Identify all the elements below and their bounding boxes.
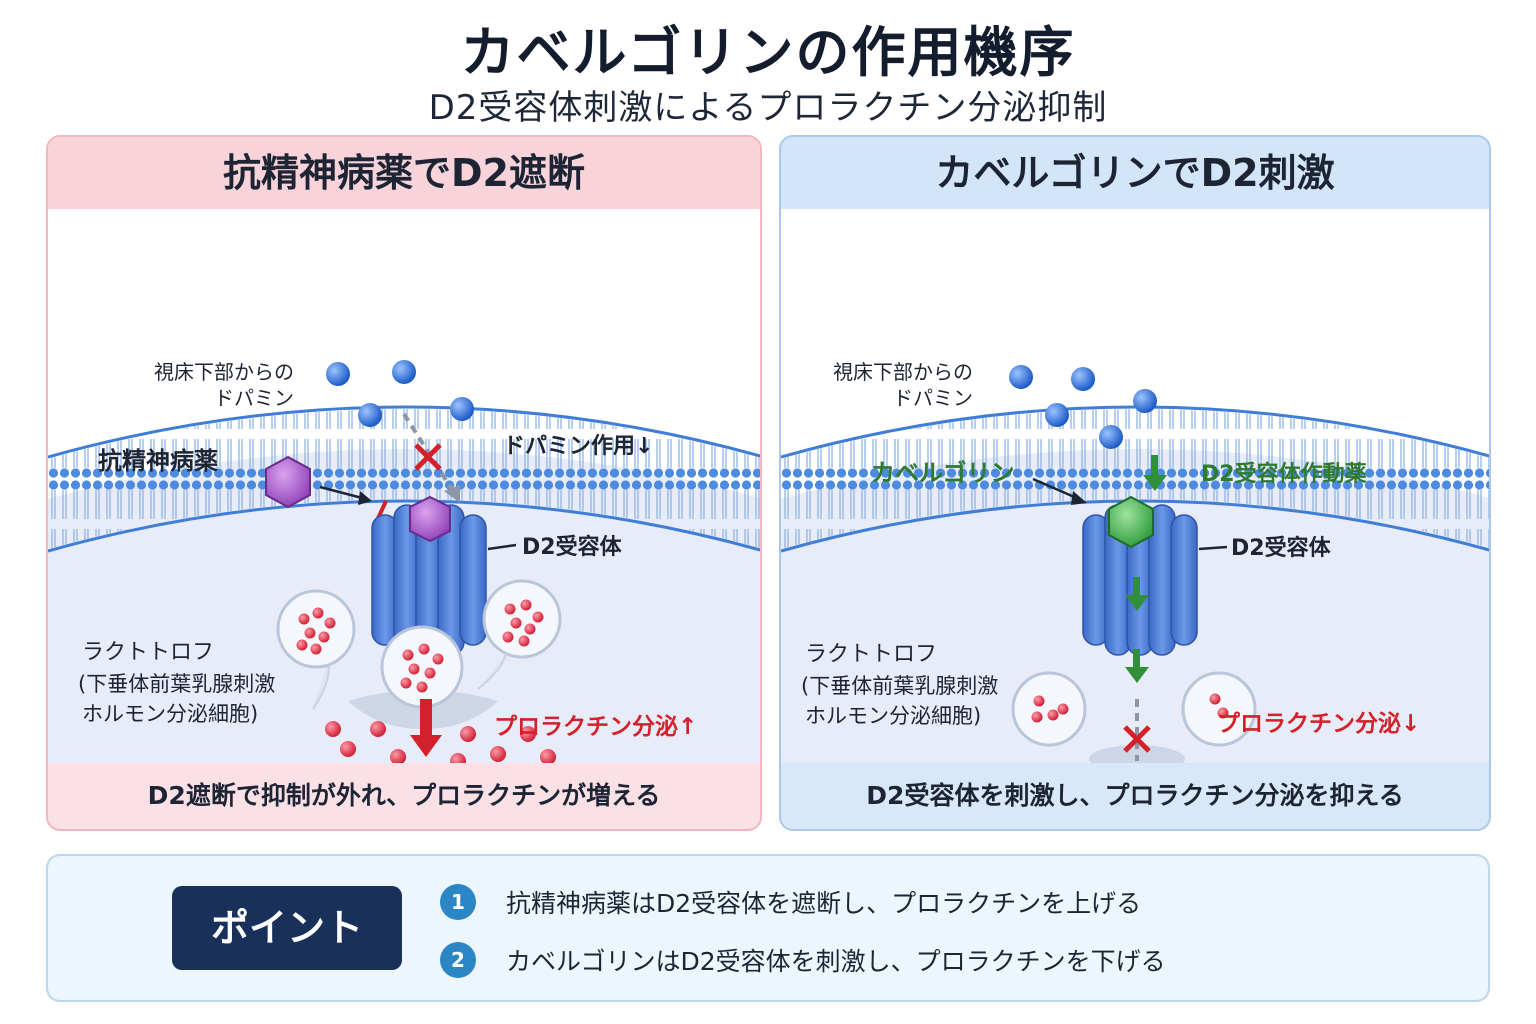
signal-arrows: [1125, 577, 1149, 683]
cell-label-1: ラクトトロフ: [82, 640, 214, 665]
cell-label-3: ホルモン分泌細胞): [805, 704, 981, 728]
page-subtitle: D2受容体刺激によるプロラクチン分泌抑制: [428, 88, 1108, 128]
page-title: カベルゴリンの作用機序: [460, 21, 1076, 84]
cabergoline-diagram: 視床下部からの ドパミン カベルゴリン D2受容体作動薬 D2受容体: [781, 209, 1489, 767]
bound-antipsychotic-icon: [409, 495, 451, 543]
vesicles: [276, 579, 562, 729]
point-badge: ポイント: [172, 886, 402, 970]
cell-label-2: (下垂体前葉乳腺刺激: [78, 672, 275, 696]
dopamine-label-2: ドパミン: [214, 386, 294, 410]
cell-label-3: ホルモン分泌細胞): [82, 702, 258, 726]
agonist-arrow: [1151, 455, 1158, 477]
antipsychotic-label: 抗精神病薬: [98, 447, 218, 475]
prolactin-molecules: [325, 721, 556, 767]
dopamine-molecules: [326, 360, 474, 427]
point-summary-box: ポイント 1 抗精神病薬はD2受容体を遮断し、プロラクチンを上げる 2 カベルゴ…: [46, 854, 1490, 1002]
point-number-badge: 1: [440, 884, 476, 920]
drug-pointer-arrow: [1032, 477, 1080, 501]
point-item: 1 抗精神病薬はD2受容体を遮断し、プロラクチンを上げる: [440, 882, 1141, 922]
point-text: カベルゴリンはD2受容体を刺激し、プロラクチンを下げる: [506, 947, 1166, 976]
block-x-icon: [1123, 725, 1151, 753]
right-panel-heading: カベルゴリンでD2刺激: [781, 137, 1489, 209]
antipsychotic-panel: 抗精神病薬でD2遮断: [46, 135, 762, 831]
left-panel-heading: 抗精神病薬でD2遮断: [48, 137, 760, 209]
receptor-label: D2受容体: [1231, 535, 1332, 561]
dopamine-molecules: [1009, 365, 1157, 449]
effect-label: ドパミン作用↓: [503, 434, 653, 459]
cell-label-1: ラクトトロフ: [805, 642, 937, 667]
right-panel-footer: D2受容体を刺激し、プロラクチン分泌を抑える: [781, 763, 1489, 829]
vesicles: [1011, 671, 1257, 767]
cabergoline-panel: カベルゴリンでD2刺激: [779, 135, 1491, 831]
cell-membrane: [48, 409, 760, 549]
secretion-arrow: [420, 699, 432, 739]
point-text: 抗精神病薬はD2受容体を遮断し、プロラクチンを上げる: [506, 889, 1142, 918]
secretion-label: プロラクチン分泌↓: [1217, 710, 1420, 737]
cabergoline-label: カベルゴリン: [871, 459, 1015, 487]
antipsychotic-diagram: 視床下部からの ドパミン ドパミン作用↓ 抗精神病薬 D2受容体: [48, 209, 760, 767]
drug-pointer-arrow: [319, 485, 367, 501]
dopamine-label-1: 視床下部からの: [154, 360, 294, 384]
d2-receptor: [371, 504, 487, 656]
antipsychotic-hexagon-icon: [265, 455, 311, 509]
secretion-label: プロラクチン分泌↑: [494, 713, 697, 740]
d2-receptor: [1082, 504, 1198, 656]
dopamine-label-2: ドパミン: [893, 386, 973, 410]
left-panel-footer: D2遮断で抑制が外れ、プロラクチンが増える: [48, 763, 760, 829]
dopamine-label-1: 視床下部からの: [833, 360, 973, 384]
bound-cabergoline-icon: [1108, 495, 1154, 549]
cell-membrane: [781, 409, 1489, 549]
dopamine-path-arrow: [402, 412, 455, 493]
point-number-badge: 2: [440, 942, 476, 978]
point-item: 2 カベルゴリンはD2受容体を刺激し、プロラクチンを下げる: [440, 940, 1166, 980]
receptor-label: D2受容体: [522, 534, 623, 560]
cell-label-2: (下垂体前葉乳腺刺激: [801, 674, 998, 698]
agonist-label: D2受容体作動薬: [1201, 461, 1367, 487]
block-x-icon: [414, 443, 442, 471]
